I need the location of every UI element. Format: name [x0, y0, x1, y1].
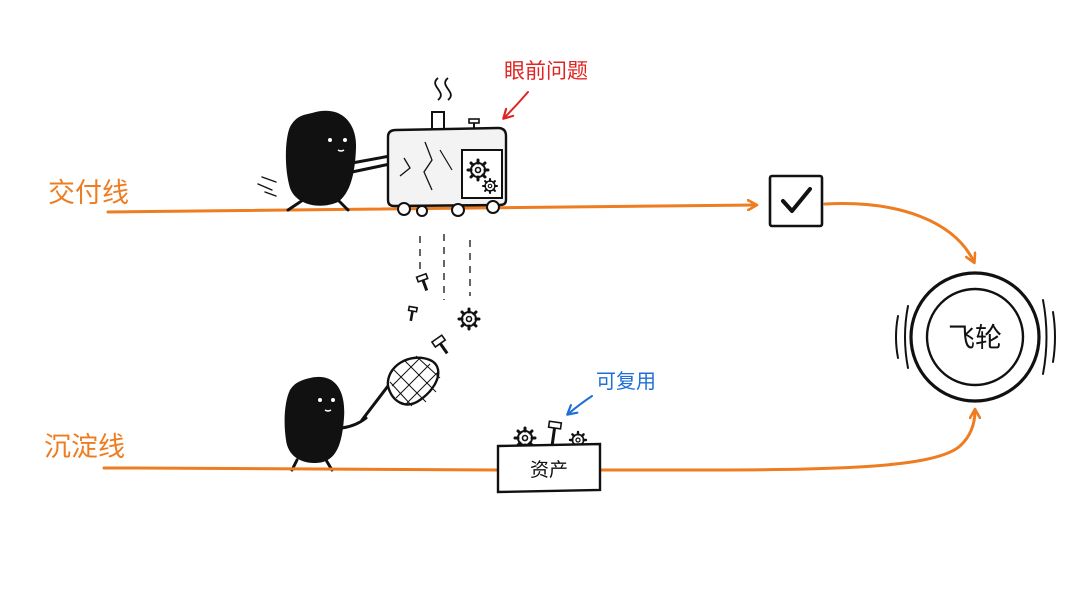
bolt-icon — [415, 272, 429, 292]
sediment-line-label: 沉淀线 — [44, 432, 125, 463]
reusable-note-arrow — [568, 395, 593, 414]
bolt-icon — [407, 305, 419, 322]
flywheel: 飞轮 — [909, 271, 1041, 403]
pushing-character — [257, 110, 392, 212]
delivery-line-label: 交付线 — [48, 178, 129, 209]
flywheel-motion-lines — [895, 299, 1056, 375]
problem-note-arrow — [504, 91, 529, 118]
net-icon — [360, 355, 441, 422]
sediment-line-left — [102, 466, 500, 472]
broken-machine — [386, 77, 508, 217]
catching-character — [284, 376, 368, 472]
flywheel-label: 飞轮 — [948, 323, 1002, 354]
assets-box-label: 资产 — [530, 459, 568, 481]
gear-icon — [457, 307, 481, 331]
bolt-icon — [430, 334, 449, 355]
assets-box: 资产 — [496, 420, 602, 494]
falling-motion-lines — [419, 234, 471, 300]
delivery-to-flywheel-arrow — [823, 202, 974, 262]
reusable-note: 可复用 — [596, 369, 656, 393]
check-icon — [768, 174, 824, 228]
immediate-problem-note: 眼前问题 — [504, 59, 588, 83]
sediment-to-flywheel-arrow — [598, 410, 975, 472]
